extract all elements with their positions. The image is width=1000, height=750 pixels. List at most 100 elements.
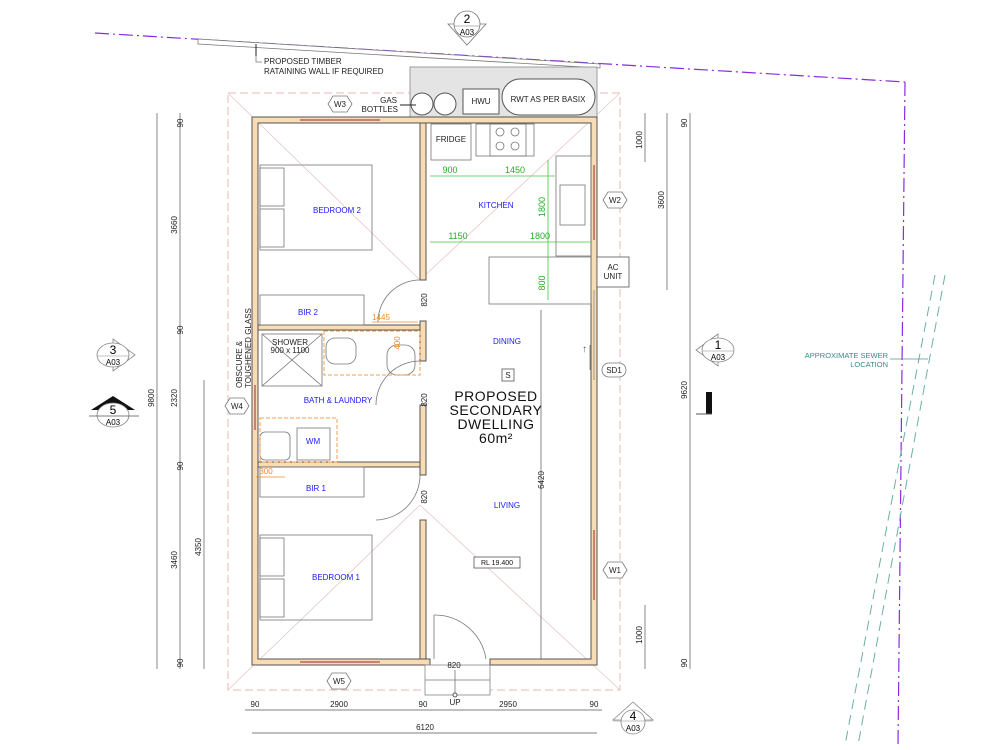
- retaining-wall-note: PROPOSED TIMBER: [264, 57, 342, 66]
- tag-sd1: SD1: [606, 366, 622, 375]
- gas-bottles-note: GAS: [380, 96, 397, 105]
- ac-unit-label: AC: [607, 263, 618, 272]
- door-width-label: 820: [420, 490, 429, 504]
- section-marker-5: 5 A03: [89, 396, 139, 428]
- room-wm: WM: [306, 437, 321, 446]
- kitchen-dim-label: 900: [442, 165, 457, 175]
- dim-label: 90: [419, 700, 428, 709]
- fridge-label: FRIDGE: [436, 135, 466, 144]
- section-marker-2: 2 A03: [447, 10, 487, 46]
- kitchen-sink: [559, 184, 586, 226]
- sewer-note: LOCATION: [850, 360, 888, 369]
- retaining-wall-note: RATAINING WALL IF REQUIRED: [264, 67, 384, 76]
- bed-1: [259, 534, 373, 621]
- washing-machine: [296, 427, 331, 461]
- dim-label: 2900: [330, 700, 348, 709]
- section-marker-1: 1 A03: [695, 333, 735, 415]
- section-number: 4: [630, 709, 637, 723]
- kitchen-dim-label: 1800: [530, 231, 550, 241]
- section-marker-3: 3 A03: [96, 338, 136, 372]
- services-pad: HWU RWT AS PER BASIX GAS BOTTLES: [362, 66, 598, 118]
- laundry-tub: [259, 431, 291, 461]
- rwt-label: RWT AS PER BASIX: [511, 95, 587, 104]
- dim-label: 90: [176, 118, 185, 127]
- doors: UP: [375, 279, 491, 707]
- section-number: 5: [110, 403, 117, 417]
- room-kitchen: KITCHEN: [478, 201, 513, 210]
- dim-label: 3600: [657, 191, 666, 209]
- gas-bottle: [433, 92, 457, 116]
- tag-w5: W5: [333, 677, 346, 686]
- kitchen-dim-label: 1800: [537, 197, 547, 217]
- dim-label: 90: [680, 658, 689, 667]
- section-number: 3: [110, 343, 117, 357]
- section-sheet: A03: [626, 724, 641, 733]
- title-line: SECONDARY: [450, 402, 543, 418]
- room-bir-1: BIR 1: [306, 484, 327, 493]
- bed-2: [259, 164, 373, 251]
- cooktop: [489, 123, 527, 157]
- kitchen-dim-label: 800: [537, 275, 547, 290]
- dim-label: 1000: [635, 626, 644, 644]
- dim-label: 1000: [635, 131, 644, 149]
- bath-dim-label: 400: [393, 336, 402, 350]
- dim-label: 90: [590, 700, 599, 709]
- room-bath-laundry: BATH & LAUNDRY: [304, 396, 373, 405]
- room-living: LIVING: [494, 501, 520, 510]
- dim-label: 90: [680, 118, 689, 127]
- dim-label: 9620: [680, 381, 689, 399]
- hwu-label: HWU: [471, 97, 490, 106]
- retaining-wall: PROPOSED TIMBER RATAINING WALL IF REQUIR…: [197, 38, 601, 76]
- smoke-detector-marker: S: [505, 371, 510, 380]
- property-boundary: [94, 32, 906, 746]
- door-width-label: 820: [420, 293, 429, 307]
- door-width-label: 820: [420, 393, 429, 407]
- tag-w3: W3: [334, 100, 347, 109]
- vanity-basin: [325, 337, 357, 365]
- furniture: FRIDGE SHOWER 900 x 1100 AC UNIT ↑: [259, 123, 630, 621]
- room-bedroom-1: BEDROOM 1: [312, 573, 361, 582]
- dimension-lines: [156, 113, 691, 734]
- shower-label: SHOWER: [272, 338, 308, 347]
- dwelling-title: S PROPOSED SECONDARY DWELLING 60m² RL 19…: [450, 368, 543, 569]
- obscure-glass-note: TOUGHENED GLASS: [244, 308, 253, 388]
- ac-unit: [596, 256, 630, 288]
- obscure-glass-note: OBSCURE &: [235, 340, 244, 388]
- sewer-lines: APPROXIMATE SEWER LOCATION: [805, 274, 946, 746]
- dim-label: 90: [176, 325, 185, 334]
- dim-label: 3660: [170, 216, 179, 234]
- tag-w4: W4: [231, 402, 244, 411]
- section-sheet: A03: [460, 28, 475, 37]
- fridge: [430, 123, 472, 161]
- room-bir-2: BIR 2: [298, 308, 319, 317]
- dim-label: 4350: [194, 538, 203, 556]
- dim-label: 2320: [170, 389, 179, 407]
- kitchen-dim-label: 1450: [505, 165, 525, 175]
- dim-label: 6120: [416, 723, 434, 732]
- room-labels: BEDROOM 2 KITCHEN BIR 2 DINING BATH & LA…: [298, 201, 521, 582]
- bath-dim-label: 300: [259, 467, 273, 476]
- room-bedroom-2: BEDROOM 2: [313, 206, 362, 215]
- kitchen-island: [488, 256, 592, 305]
- bath-dim-label: 1445: [372, 313, 390, 322]
- shower: [261, 333, 323, 387]
- section-markers: 2 A03 3 A03 5 A03 1 A03 4 A03: [89, 10, 735, 735]
- section-sheet: A03: [106, 418, 121, 427]
- dim-label: 6420: [537, 471, 546, 489]
- window-tags: W3 W2 SD1 W1 W4 W5 OBSCURE & TOUGHENED G…: [224, 95, 628, 690]
- section-sheet: A03: [711, 353, 726, 362]
- dimension-labels: 90 3660 90 2320 90 3460 90 9800 4350 90 …: [147, 118, 689, 732]
- title-line: PROPOSED: [454, 388, 537, 404]
- tag-w2: W2: [609, 196, 622, 205]
- title-area: 60m²: [479, 430, 513, 446]
- dim-label: 3460: [170, 551, 179, 569]
- gas-bottle: [410, 92, 434, 116]
- dim-label: 90: [176, 658, 185, 667]
- title-line: DWELLING: [457, 416, 534, 432]
- dim-label: 90: [176, 461, 185, 470]
- shower-size: 900 x 1100: [271, 346, 311, 355]
- ac-unit-label: UNIT: [604, 272, 623, 281]
- kitchen-dim-label: 1150: [448, 231, 467, 241]
- tag-w1: W1: [609, 566, 622, 575]
